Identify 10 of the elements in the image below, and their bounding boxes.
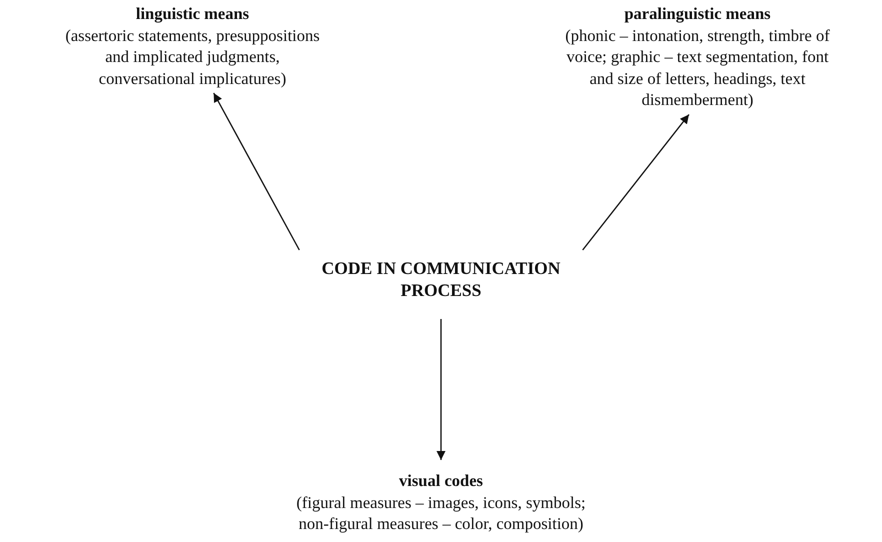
description-text: (assertoric statements, presuppositions and implicated judgments, conversational implicatures): [64, 24, 321, 89]
heading-text: visual codes: [398, 470, 484, 492]
arrow: [582, 114, 690, 250]
heading-text: linguistic means: [134, 3, 250, 24]
central-heading: CODE IN COMMUNICATION PROCESS: [320, 258, 562, 301]
description-text: (figural measures – images, icons, symbols; non-figural measures – color, composition): [295, 492, 587, 534]
arrow: [213, 92, 300, 250]
arrow: [436, 319, 446, 460]
description-text: (phonic – intonation, strength, timbre of voice; graphic – text segmentation, font and size of letters, headings, text dismemberment): [564, 24, 831, 110]
heading-text: paralinguistic means: [623, 3, 772, 24]
